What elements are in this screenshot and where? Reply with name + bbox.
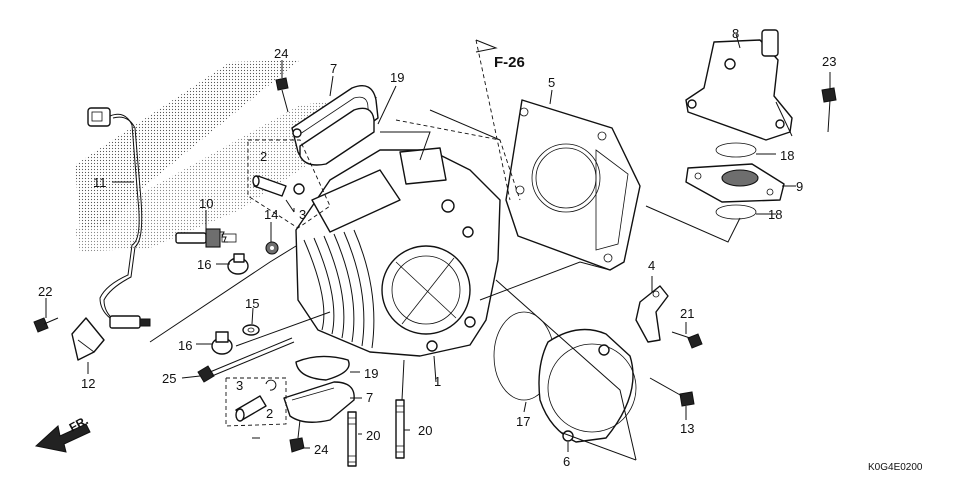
part-9-joint[interactable] <box>685 163 785 203</box>
callout: 2 <box>266 406 273 421</box>
figure-code: K0G4E0200 <box>868 462 923 473</box>
part-14-washer[interactable] <box>265 241 279 255</box>
part-22-bolt[interactable] <box>33 317 59 333</box>
callout: 20 <box>418 423 432 438</box>
part-16-cap-upper[interactable] <box>227 253 249 275</box>
callout: 15 <box>245 296 259 311</box>
part-2-dowel-pin-upper[interactable] <box>252 175 287 197</box>
part-18-o-ring-lower[interactable] <box>715 204 757 220</box>
callout: 13 <box>680 421 694 436</box>
part-19-gasket-lower[interactable] <box>295 355 350 381</box>
part-19-gasket-upper[interactable] <box>299 107 375 166</box>
callout: 16 <box>197 257 211 272</box>
part-12-bracket[interactable] <box>71 317 105 361</box>
callout: 18 <box>768 207 782 222</box>
part-1-cylinder-head[interactable] <box>295 109 501 357</box>
part-24-bolt-lower[interactable] <box>289 419 305 453</box>
callout: 4 <box>648 258 655 273</box>
callout: 5 <box>548 75 555 90</box>
callout: 25 <box>162 371 176 386</box>
callout: 20 <box>366 428 380 443</box>
callout: 6 <box>563 454 570 469</box>
callout: 23 <box>822 54 836 69</box>
part-16-cap-lower[interactable] <box>211 331 233 355</box>
part-23-bolt[interactable] <box>821 87 837 133</box>
section-reference[interactable]: F-26 <box>475 39 525 71</box>
callout: 10 <box>199 196 213 211</box>
part-18-o-ring-upper[interactable] <box>715 142 757 158</box>
part-21-bolt[interactable] <box>671 331 703 349</box>
callout: 12 <box>81 376 95 391</box>
callout: 1 <box>434 374 441 389</box>
callout: 19 <box>364 366 378 381</box>
callout: 8 <box>732 26 739 41</box>
cooling-fins <box>303 229 375 349</box>
callout: 7 <box>330 61 337 76</box>
part-3-ring-lower[interactable] <box>265 379 277 391</box>
callout: 9 <box>796 179 803 194</box>
front-direction-arrow: FR. <box>34 413 91 453</box>
part-7-cover-lower[interactable] <box>283 381 355 423</box>
callout: 7 <box>366 390 373 405</box>
callout: 3 <box>236 378 243 393</box>
part-3-ring-upper[interactable] <box>293 183 305 195</box>
section-ref-label: F-26 <box>494 54 525 71</box>
callout: 22 <box>38 284 52 299</box>
part-20-stud-right[interactable] <box>395 399 405 459</box>
part-20-stud-left[interactable] <box>347 411 357 467</box>
part-8-insulator[interactable] <box>685 29 793 141</box>
callout: 16 <box>178 338 192 353</box>
callout: 24 <box>314 442 328 457</box>
callout: 24 <box>274 46 288 61</box>
part-2-dowel-pin-lower[interactable] <box>235 395 267 422</box>
callout: 18 <box>780 148 794 163</box>
callout: 14 <box>264 207 278 222</box>
callout: 3 <box>299 207 306 222</box>
part-24-bolt-upper[interactable] <box>275 77 289 113</box>
callout: 11 <box>93 175 107 190</box>
leader-lines <box>45 33 831 461</box>
part-4-bracket[interactable] <box>635 285 669 343</box>
callout: 19 <box>390 70 404 85</box>
part-15-washer[interactable] <box>242 324 260 336</box>
callout-labels: 1 2 2 3 3 4 5 6 7 7 8 9 10 11 12 13 14 1… <box>38 26 836 469</box>
callout: 21 <box>680 306 694 321</box>
part-5-head-gasket[interactable] <box>505 99 641 271</box>
part-6-cover[interactable] <box>538 328 637 443</box>
part-13-bolt[interactable] <box>649 377 695 407</box>
part-11-sensor-cable[interactable] <box>87 107 151 329</box>
dashed-assembly-frames <box>225 39 521 427</box>
callout: 2 <box>260 149 267 164</box>
callout: 17 <box>516 414 530 429</box>
part-25-long-bolt[interactable] <box>197 337 295 383</box>
part-10-spark-plug[interactable] <box>175 228 237 248</box>
